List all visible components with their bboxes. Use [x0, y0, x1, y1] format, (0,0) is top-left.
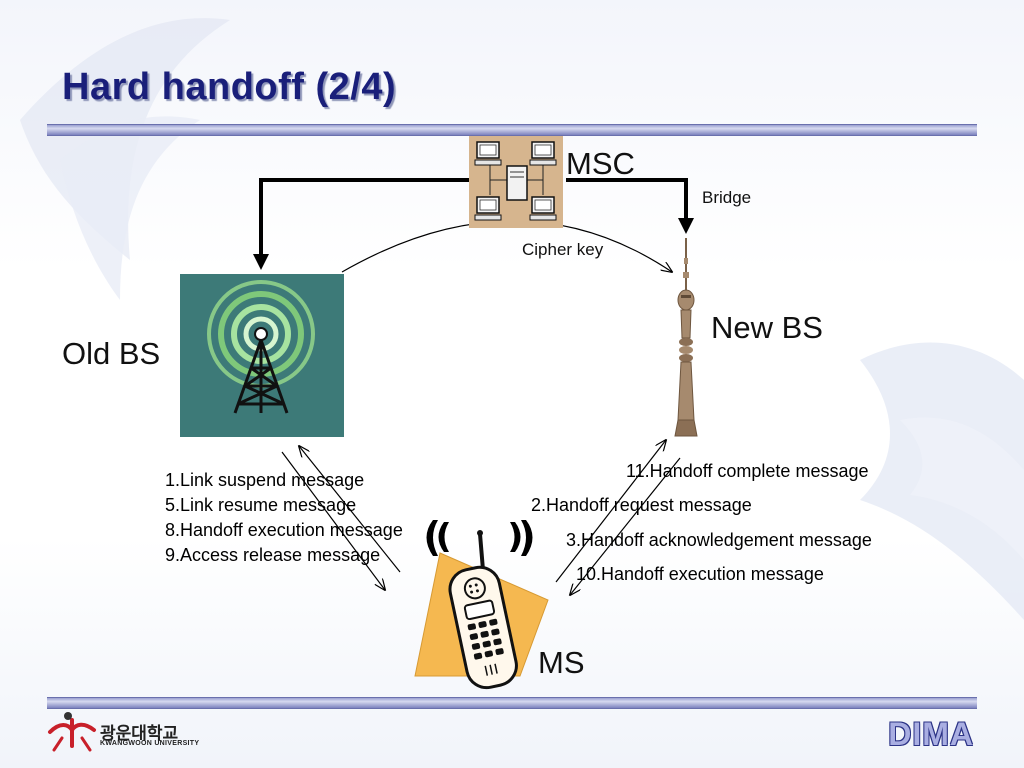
- old-bs-label: Old BS: [62, 336, 161, 371]
- new-bs-message: 11.Handoff complete message: [626, 461, 869, 481]
- old-bs-message-list: 1.Link suspend message 5.Link resume mes…: [165, 468, 403, 568]
- new-bs-uplink-arrow: [555, 440, 666, 583]
- bridge-label: Bridge: [702, 188, 752, 207]
- new-bs-downlink-arrow: [570, 457, 681, 595]
- bridge-connector-old-bs: [253, 178, 474, 270]
- university-name-korean: 광운대학교: [100, 724, 179, 744]
- bridge-connector-new-bs: [566, 178, 694, 234]
- old-bs-message: 1.Link suspend message: [165, 470, 365, 490]
- ms-label: MS: [538, 645, 585, 680]
- msc-label: MSC: [566, 146, 635, 181]
- new-bs-message: 3.Handoff acknowledgement message: [566, 530, 872, 550]
- old-bs-message: 5.Link resume message: [165, 495, 357, 515]
- title-divider: [47, 124, 977, 136]
- dima-brand-logo: DIMA: [888, 716, 974, 752]
- new-bs-message: 10.Handoff execution message: [576, 564, 824, 584]
- old-bs-message: 9.Access release message: [165, 545, 381, 565]
- old-bs-uplink-arrow: [281, 451, 385, 590]
- new-bs-label: New BS: [711, 310, 823, 345]
- slide-title: Hard handoff (2/4): [62, 66, 397, 108]
- cipher-key-label: Cipher key: [522, 240, 604, 259]
- footer-divider: [47, 697, 977, 709]
- old-bs-message: 8.Handoff execution message: [165, 520, 403, 540]
- university-name-english: KWANGWOON UNIVERSITY: [100, 740, 200, 747]
- new-bs-message: 2.Handoff request message: [531, 495, 752, 515]
- old-bs-downlink-arrow: [299, 446, 401, 573]
